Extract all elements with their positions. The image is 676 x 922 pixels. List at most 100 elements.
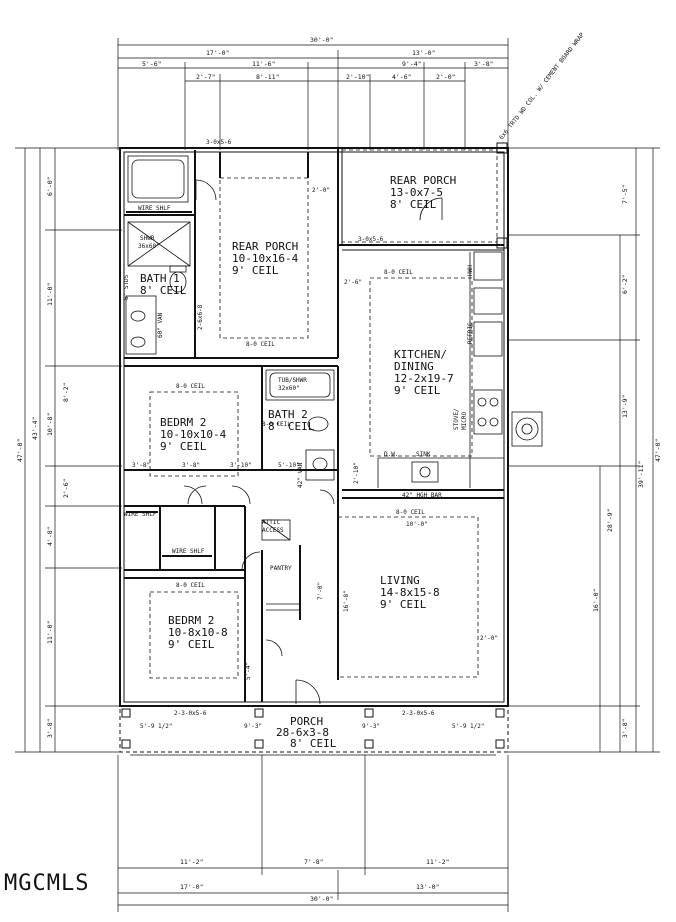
dim-left-c: 8'-2" (62, 382, 70, 402)
room-ceil: 8' CEIL (268, 420, 315, 433)
room-name: BATH 1 (140, 272, 180, 285)
dim-bottom-13: 13'-0" (416, 883, 439, 891)
right-dimension-lines (508, 147, 660, 753)
label-shwr: SHWR (140, 235, 155, 242)
label-stove: STOVE/ (453, 408, 460, 430)
dim-bottom-total: 30'-0" (310, 895, 333, 903)
label-d7: 2'-0" (480, 635, 498, 642)
room-size: 10-8x10-8 (168, 626, 228, 639)
dim-bottom-b: 7'-8" (304, 858, 324, 866)
room-name: BEDRM 2 (168, 614, 214, 627)
dim-top-e: 2'-7" (196, 73, 216, 81)
dim-right-outer: 47'-0" (654, 439, 662, 462)
watermark-logo: MGCMLS (4, 871, 89, 896)
label-porch-d1: 5'-9 1/2" (140, 723, 173, 730)
left-dimension-lines (15, 147, 122, 753)
dim-top-c: 9'-4" (402, 60, 422, 68)
dim-left-e: 2'-6" (62, 478, 70, 498)
room-bath2: BATH 2 8' CEIL (268, 408, 315, 433)
dim-left-a: 6'-0" (46, 176, 54, 196)
room-ceil: 9' CEIL (232, 264, 279, 277)
label-porch-d4: 5'-9 1/2" (452, 723, 485, 730)
dim-left-d: 10'-8" (46, 413, 54, 436)
dim-right-d: 28'-9" (606, 509, 614, 532)
dim-left-f: 4'-8" (46, 526, 54, 546)
interior-walls (124, 150, 504, 702)
label-window-porch-right: 2-3-0x5-6 (402, 710, 435, 717)
label-window-porch-left: 2-3-0x5-6 (174, 710, 207, 717)
room-porch: PORCH 28-6x3-8 8' CEIL (276, 715, 337, 750)
room-size: 12-2x19-7 (394, 372, 454, 385)
label-d4: 10'-0" (406, 521, 428, 528)
fixtures (125, 155, 543, 611)
dim-right-a: 7'-5" (621, 184, 629, 204)
room-bedrm2-lower: BEDRM 2 10-8x10-8 9' CEIL (168, 614, 228, 651)
dim-right-b: 6'-2" (621, 274, 629, 294)
label-shwr-size: 36x60" (138, 243, 160, 250)
room-ceil: 9' CEIL (160, 440, 207, 453)
room-rear-porch-right: REAR PORCH 13-0x7-5 8' CEIL (390, 174, 456, 211)
label-mid-1: 3'-8" (132, 462, 150, 469)
room-name: REAR PORCH (232, 240, 298, 253)
label-refrig: REFRIG (467, 322, 474, 344)
room-kitchen: KITCHEN/ DINING 12-2x19-7 9' CEIL (394, 348, 454, 397)
label-dw: D.W. (384, 451, 398, 458)
dim-top-a: 5'-6" (142, 60, 162, 68)
room-name-2: DINING (394, 360, 434, 373)
label-bath1-door: 2-6x6-8 (197, 304, 204, 330)
room-size: 10-10x10-4 (160, 428, 227, 441)
room-bedrm2-upper: BEDRM 2 10-10x10-4 9' CEIL (160, 416, 227, 453)
room-size: 14-8x15-8 (380, 586, 440, 599)
label-tub-size: 32x60" (278, 385, 300, 392)
dim-top-17: 17'-0" (206, 49, 229, 57)
dim-right-e: 16'-0" (592, 589, 600, 612)
label-attic: ATTIC (262, 519, 280, 526)
room-name: LIVING (380, 574, 420, 587)
label-window-rear-right: 3-0x5-6 (358, 236, 384, 243)
label-porch-d2: 9'-3" (244, 723, 262, 730)
room-name: REAR PORCH (390, 174, 456, 187)
room-name: PORCH (290, 715, 323, 728)
top-dimension-lines (117, 38, 509, 150)
label-col-note: 6x6 TRTD WD COL. W/ CEMENT BOARD WRAP (498, 31, 586, 141)
dim-left-h: 3'-8" (46, 718, 54, 738)
label-d6: 7'-0" (317, 582, 324, 600)
dim-top-d: 3'-8" (474, 60, 494, 68)
dim-top-f: 8'-11" (256, 73, 279, 81)
label-bar: 42" HGH BAR (402, 492, 442, 499)
dim-top-13: 13'-0" (412, 49, 435, 57)
label-micro: MICRO (461, 412, 468, 430)
label-ceil-8-c: 8-0 CEIL (176, 383, 205, 390)
room-bath1: BATH 1 8' CEIL (140, 272, 187, 297)
label-d1: 2'-0" (312, 187, 330, 194)
dim-bottom-a: 11'-2" (180, 858, 203, 866)
dim-top-i: 2'-0" (436, 73, 456, 81)
label-sink: SINK (416, 451, 431, 458)
label-wire-shlf-3: WIRE SHLF (172, 548, 205, 555)
dim-bottom-c: 11'-2" (426, 858, 449, 866)
ceiling-outlines (149, 149, 498, 679)
dim-left-g: 11'-0" (46, 621, 54, 644)
label-window-rear-top: 3-0x5-6 (206, 139, 232, 146)
dim-left-outer: 47'-0" (16, 439, 24, 462)
label-tub: TUB/SHWR (278, 377, 307, 384)
label-van-42: 42" VAN (297, 462, 304, 488)
room-rear-porch-left: REAR PORCH 10-10x16-4 9' CEIL (232, 240, 299, 277)
label-porch-d3: 9'-3" (362, 723, 380, 730)
label-mid-3: 3'-10" (230, 462, 252, 469)
label-ceil-8-e: 8-0 CEIL (176, 582, 205, 589)
room-ceil: 9' CEIL (394, 384, 441, 397)
room-ceil: 9' CEIL (380, 598, 427, 611)
dim-left-mid: 43'-4" (31, 417, 39, 440)
room-ceil: 8' CEIL (140, 284, 187, 297)
label-ceil-8-d: 8-0 CEIL (396, 509, 425, 516)
room-size: 28-6x3-8 (276, 726, 329, 739)
dim-right-c: 13'-9" (621, 395, 629, 418)
room-name: KITCHEN/ (394, 348, 447, 361)
room-size: 10-10x16-4 (232, 252, 299, 265)
label-bath1-stds: 6' STDS (123, 274, 130, 300)
dim-top-h: 4'-6" (392, 73, 412, 81)
dim-bottom-17: 17'-0" (180, 883, 203, 891)
label-mid-2: 3'-8" (182, 462, 200, 469)
